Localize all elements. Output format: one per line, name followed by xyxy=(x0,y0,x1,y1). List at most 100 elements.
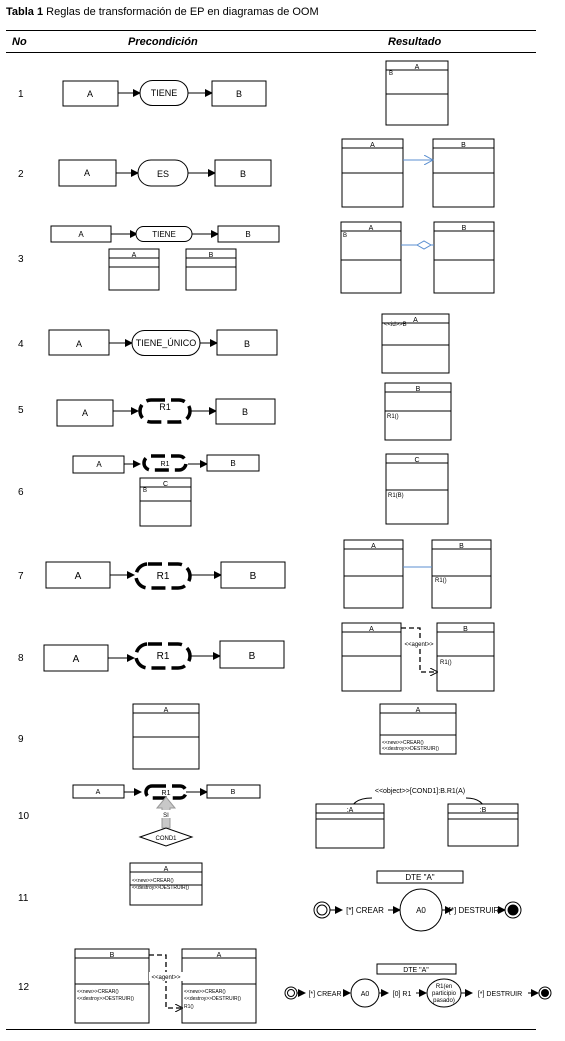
pre-condition-yes-bg xyxy=(157,810,175,818)
row-number: 9 xyxy=(18,734,24,745)
pre-entity-b-label: B xyxy=(236,89,242,99)
res-state-a0-label: A0 xyxy=(416,906,426,915)
res-operation: R1() xyxy=(387,414,399,420)
row-number: 4 xyxy=(18,339,24,350)
pre-class-c-name: C xyxy=(163,481,168,488)
row-number: 12 xyxy=(18,982,30,993)
pre-class-c-attribute: B xyxy=(143,488,147,494)
res-transition-label: [*] CREAR xyxy=(346,906,384,915)
pre-entity-a-label: A xyxy=(96,460,102,469)
res-class-b-name: B xyxy=(459,543,464,550)
res-class-a-box xyxy=(381,313,450,374)
pre-entity-b-label: B xyxy=(244,339,250,349)
res-object-b-name: :B xyxy=(480,807,487,814)
pre-relation-label: TIENE xyxy=(151,88,178,98)
res-operation-destroy: <<destroy>>DESTRUIR() xyxy=(382,746,439,752)
res-class-a-name: A xyxy=(371,543,376,550)
pre-entity-a-label: A xyxy=(73,654,80,665)
pre-entity-b-label: B xyxy=(240,169,246,179)
pre-entity-b xyxy=(217,225,280,243)
res-operation: R1() xyxy=(440,660,452,666)
pre-dependency-label-bg xyxy=(149,972,183,981)
pre-class-a-name: A xyxy=(164,707,169,714)
pre-class-b-destroy: <<destroy>>DESTRUIR() xyxy=(77,996,134,1002)
header-no: No xyxy=(12,36,27,48)
pre-relation-label: R1 xyxy=(161,461,170,468)
row-number: 6 xyxy=(18,487,24,498)
res-dte-title: DTE "A" xyxy=(405,873,434,882)
pre-relation xyxy=(142,454,188,472)
res-attribute: B xyxy=(389,71,393,77)
res-transition-label: [*] DESTRUIR xyxy=(478,991,522,998)
res-class-a-box xyxy=(379,703,457,755)
res-object-a-name: :A xyxy=(347,807,354,814)
res-dte-title-box xyxy=(376,870,464,884)
pre-class-a-create: <<new>>CREAR() xyxy=(184,989,226,995)
res-class-c-name: C xyxy=(414,457,419,464)
row-number: 1 xyxy=(18,89,24,100)
pre-relation-label: R1 xyxy=(157,651,170,662)
caption-label: Tabla 1 xyxy=(6,6,44,18)
pre-class-a-name: A xyxy=(164,866,169,873)
res-aggregation-diamond xyxy=(415,240,433,250)
res-class-a-box xyxy=(340,221,402,294)
pre-class-b-box xyxy=(185,248,237,291)
res-class-a-name: A xyxy=(416,707,421,714)
pre-entity-a-label: A xyxy=(96,789,101,796)
res-object-b-box xyxy=(447,803,519,847)
row-number: 11 xyxy=(18,893,29,904)
pre-entity-b xyxy=(214,159,272,187)
res-class-b-name: B xyxy=(461,142,466,149)
pre-entity-b-label: B xyxy=(249,651,256,662)
pre-entity-a-label: A xyxy=(78,230,84,239)
res-class-a-box xyxy=(343,539,404,609)
res-final-state-inner xyxy=(541,989,549,997)
pre-relation-label: TIENE xyxy=(152,230,176,239)
pre-class-a-box xyxy=(181,948,257,1024)
pre-class-a-name: A xyxy=(132,252,137,259)
res-final-state-inner xyxy=(507,904,519,916)
res-initial-state-inner xyxy=(316,904,328,916)
pre-entity-a-label: A xyxy=(75,571,82,582)
table-header-rule xyxy=(6,52,536,53)
pre-entity-b-label: B xyxy=(230,459,235,468)
pre-class-a-operation: R1() xyxy=(184,1004,194,1010)
pre-class-c-box xyxy=(139,477,192,527)
pre-entity-b xyxy=(206,454,260,472)
pre-entity-b xyxy=(215,398,276,425)
table-top-rule xyxy=(6,30,536,31)
res-message: <<object>>[COND1]:B.R1(A) xyxy=(375,788,465,795)
res-class-b-name: B xyxy=(462,225,467,232)
res-operation: R1() xyxy=(435,578,447,584)
res-class-b-box xyxy=(431,539,492,609)
row-number: 7 xyxy=(18,571,24,582)
pre-entity-b xyxy=(211,80,267,107)
pre-class-a-destroy: <<destroy>>DESTRUIR() xyxy=(184,996,241,1002)
res-class-b-box xyxy=(436,622,495,692)
pre-entity-b-label: B xyxy=(245,230,250,239)
res-object-a-box xyxy=(315,803,385,849)
pre-dependency xyxy=(149,954,182,1008)
pre-relation xyxy=(134,562,192,590)
res-class-b-name: B xyxy=(416,386,421,393)
pre-entity-b-label: B xyxy=(231,789,236,796)
pre-condition-label: COND1 xyxy=(155,836,177,842)
pre-relation-label: R1 xyxy=(157,571,170,582)
pre-entity-b xyxy=(220,561,286,589)
res-initial-state-inner xyxy=(287,989,295,997)
pre-class-b-name: B xyxy=(110,952,115,959)
pre-entity-a-label: A xyxy=(76,339,82,349)
res-operation: R1(B) xyxy=(388,493,404,499)
pre-entity-b-label: B xyxy=(250,571,257,582)
pre-class-a-name: A xyxy=(217,952,222,959)
row-number: 5 xyxy=(18,405,24,416)
res-transition-label: [0] R1 xyxy=(393,991,412,998)
res-attribute: <<id>>B xyxy=(384,322,407,328)
pre-entity-a xyxy=(43,644,109,672)
pre-condition-yes-label: SI xyxy=(163,813,169,819)
pre-relation-label: R1 xyxy=(159,402,171,412)
header-result: Resultado xyxy=(388,36,442,48)
pre-entity-b-label: B xyxy=(242,407,248,417)
